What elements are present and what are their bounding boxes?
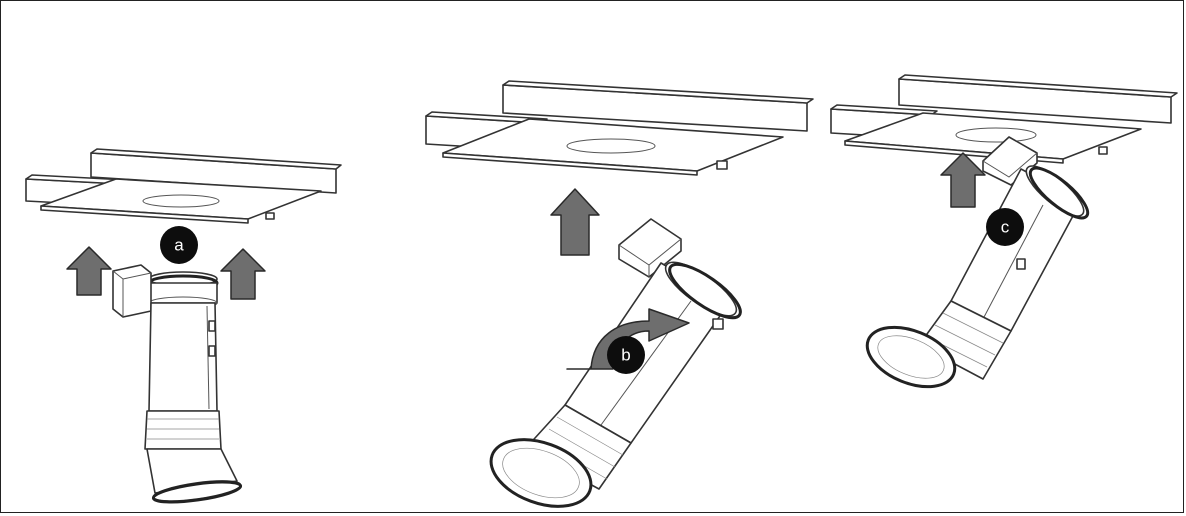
up-arrow-icon [940, 152, 986, 208]
spotlight-fixture-c [865, 136, 1090, 389]
spotlight-fixture-a [112, 264, 243, 504]
step-c-illustration: c [830, 74, 1178, 389]
spotlight-fixture-b [489, 218, 742, 508]
step-b-label: b [621, 346, 630, 365]
ceiling-joist-back-a [90, 148, 342, 194]
step-a-badge: a [160, 226, 198, 264]
up-arrow-icon [66, 246, 112, 296]
step-b-illustration: b [425, 80, 814, 508]
step-a-illustration: a [25, 148, 342, 504]
step-c-label: c [1001, 218, 1010, 237]
step-a-label: a [174, 236, 184, 255]
step-c-badge: c [986, 208, 1024, 246]
mounting-plate-a [40, 178, 322, 224]
up-arrow-icon [550, 188, 600, 256]
ceiling-joist-back-c [898, 74, 1178, 124]
up-arrow-icon [220, 248, 266, 300]
ceiling-joist-back-b [502, 80, 814, 132]
mounting-plate-b [442, 118, 784, 176]
step-b-badge: b [607, 336, 645, 374]
